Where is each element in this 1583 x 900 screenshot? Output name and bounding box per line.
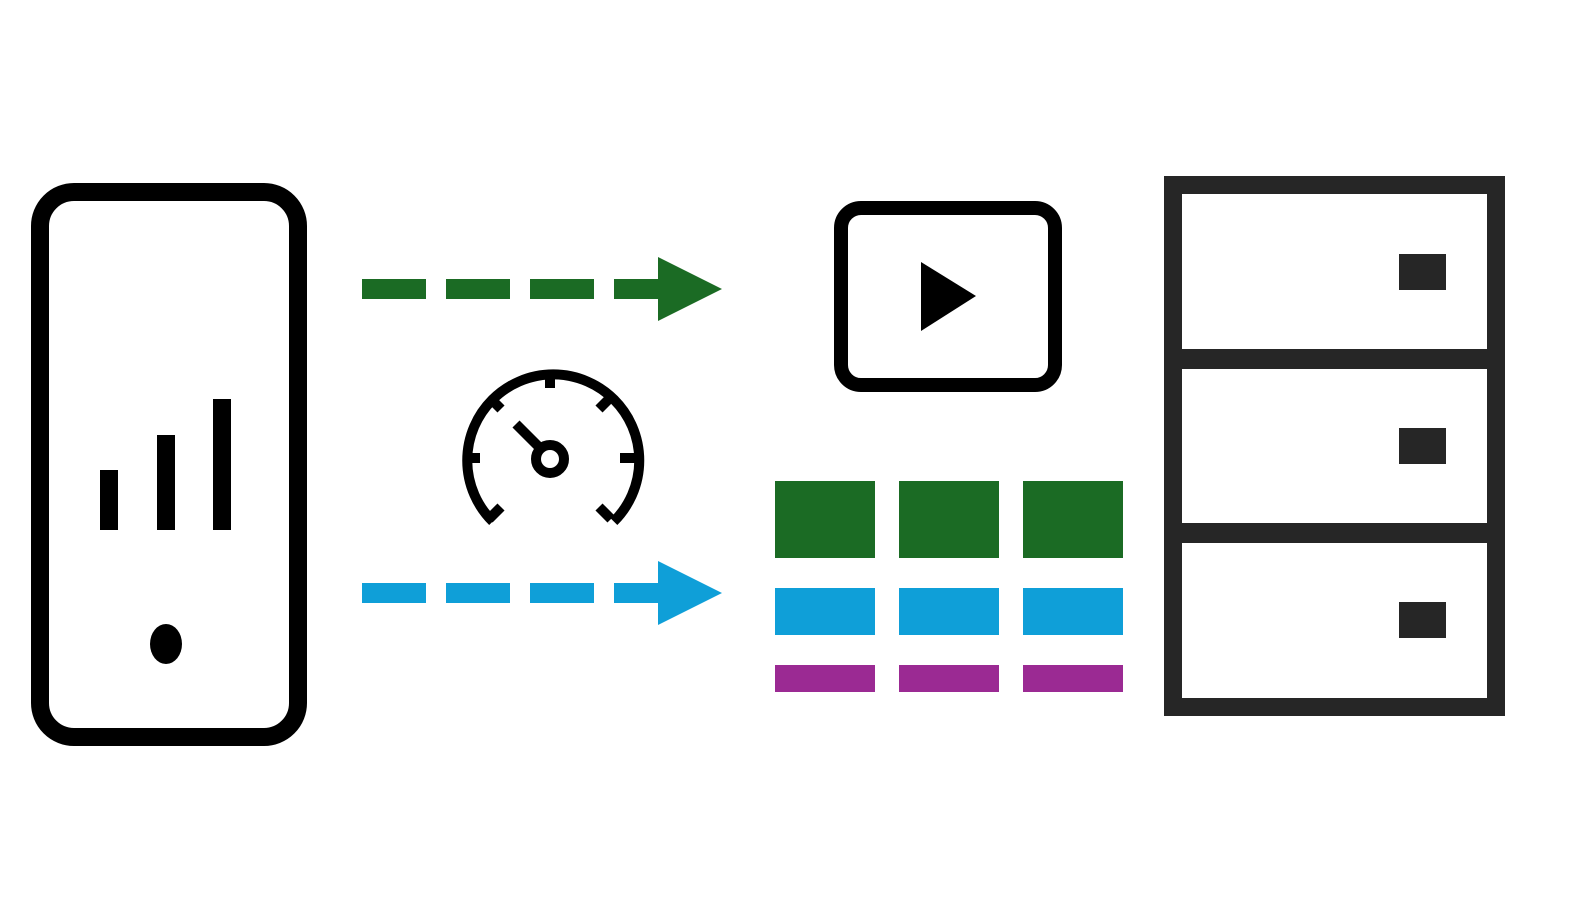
data-block: [1023, 481, 1123, 558]
speedometer-tick-lower-left: [485, 503, 505, 523]
server-unit-indicator: [1399, 602, 1446, 638]
speedometer-icon: [462, 369, 645, 526]
video-frame: [834, 201, 1062, 392]
data-block: [899, 665, 999, 692]
data-block: [899, 588, 999, 635]
server-rack-icon: [1164, 176, 1505, 716]
speedometer-hub: [531, 440, 569, 478]
smartphone-signal-icon: [31, 183, 307, 746]
phone-home-button: [150, 624, 182, 664]
arrowhead-blue: [658, 561, 722, 625]
speedometer-tick-lower-right: [595, 503, 615, 523]
play-triangle-icon: [921, 262, 976, 331]
server-rack-frame: [1164, 176, 1505, 716]
server-unit-indicator: [1399, 254, 1446, 290]
video-play-icon: [834, 201, 1062, 392]
data-block: [899, 481, 999, 558]
data-block: [775, 481, 875, 558]
signal-bar-1: [100, 470, 118, 530]
speedometer-tick-upper-left: [485, 393, 505, 413]
arrowhead-green: [658, 257, 722, 321]
signal-bar-2: [157, 435, 175, 530]
speedometer-needle: [512, 420, 543, 451]
server-unit-indicator: [1399, 428, 1446, 464]
speedometer-tick-upper-right: [595, 393, 615, 413]
data-blocks-icon: [775, 481, 1123, 692]
data-block: [775, 588, 875, 635]
data-block: [1023, 588, 1123, 635]
phone-body: [31, 183, 307, 746]
signal-bar-3: [213, 399, 231, 530]
data-block: [1023, 665, 1123, 692]
data-block: [775, 665, 875, 692]
edge-phone-to-chunks: [362, 561, 722, 625]
edge-phone-to-video: [362, 257, 722, 321]
